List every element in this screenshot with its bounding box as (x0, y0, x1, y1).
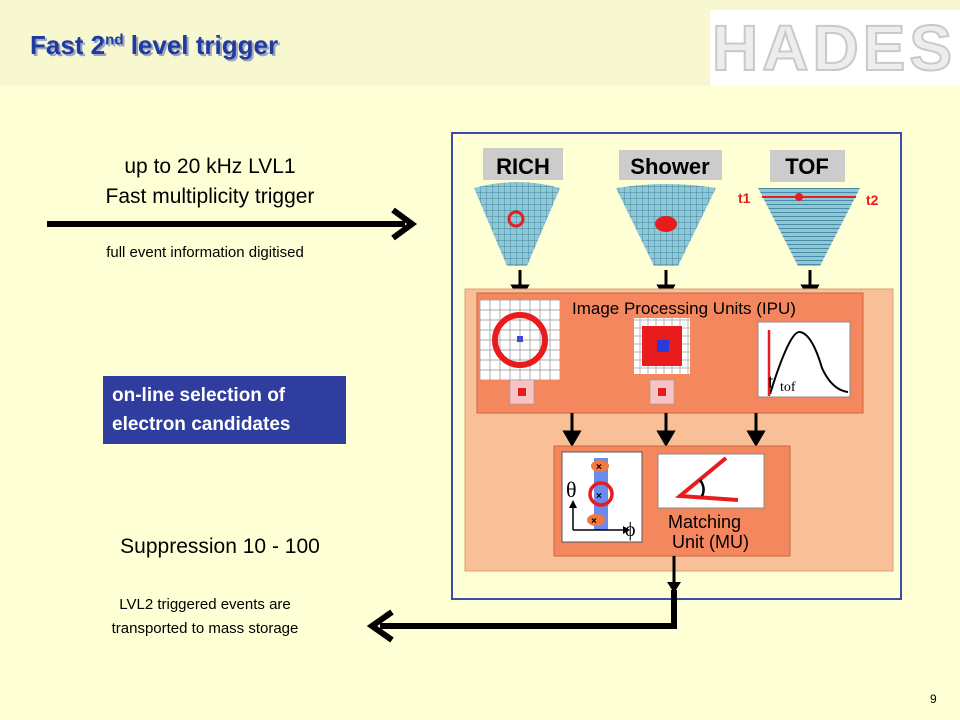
svg-text:ϕ: ϕ (625, 519, 636, 541)
svg-text:tof: tof (780, 380, 796, 395)
slide-title: Fast 2nd level trigger (30, 30, 279, 60)
output-arrow (366, 556, 681, 643)
tof-label: TOF (770, 150, 845, 182)
matching-unit-box: × × × θ ϕ Matching Unit (MU) (553, 445, 791, 557)
svg-text:t: t (768, 371, 774, 393)
svg-text:Unit (MU): Unit (MU) (672, 532, 749, 552)
input-arrow (47, 207, 418, 241)
selection-box: on-line selection of electron candidates (103, 376, 346, 444)
digitised-text: full event information digitised (106, 244, 304, 261)
suppression-text: Suppression 10 - 100 (120, 535, 320, 558)
page-number: 9 (930, 692, 937, 706)
svg-text:t2: t2 (866, 192, 879, 208)
svg-text:θ: θ (566, 477, 577, 502)
lvl2-text: LVL2 triggered events are transported to… (111, 596, 299, 637)
ipu-arrows (562, 413, 766, 447)
hades-logo: HADES (710, 10, 960, 86)
svg-text:RICH: RICH (496, 154, 550, 179)
rich-detector (474, 182, 560, 266)
shower-label: Shower (619, 150, 722, 180)
svg-text:×: × (591, 516, 597, 527)
tof-detector: t1 t2 (738, 188, 879, 266)
svg-text:×: × (596, 491, 602, 502)
svg-text:TOF: TOF (785, 154, 829, 179)
svg-text:Matching: Matching (668, 512, 741, 532)
svg-text:t1: t1 (738, 190, 751, 206)
svg-text:Shower: Shower (630, 154, 710, 179)
rich-label: RICH (483, 148, 563, 180)
trigger-text: up to 20 kHz LVL1 Fast multiplicity trig… (105, 155, 315, 208)
svg-text:Image Processing Units (IPU): Image Processing Units (IPU) (572, 299, 796, 318)
ipu-box: Image Processing Units (IPU) t tof (476, 292, 864, 414)
shower-detector (616, 184, 716, 266)
svg-text:×: × (596, 462, 602, 473)
